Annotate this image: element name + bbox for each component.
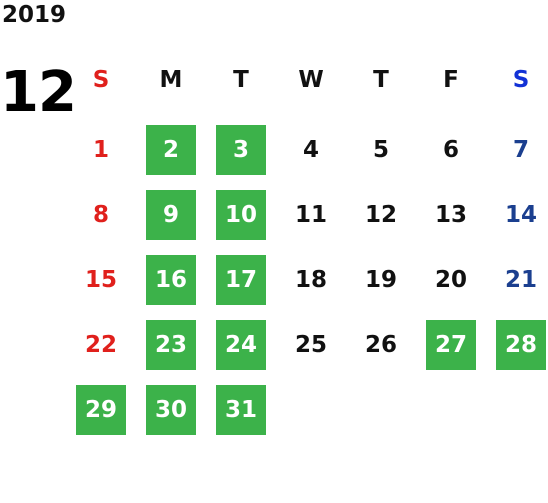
- calendar-day-highlighted[interactable]: 10: [216, 190, 266, 240]
- calendar-day[interactable]: 1: [92, 137, 109, 163]
- weekday-header: T: [233, 67, 249, 93]
- calendar-day-highlighted[interactable]: 29: [76, 385, 126, 435]
- calendar-day[interactable]: 26: [364, 332, 397, 358]
- calendar-day[interactable]: 7: [512, 137, 529, 163]
- calendar-day-highlighted[interactable]: 16: [146, 255, 196, 305]
- calendar-day-highlighted[interactable]: 24: [216, 320, 266, 370]
- weekday-header: F: [443, 67, 459, 93]
- calendar-day[interactable]: 6: [442, 137, 459, 163]
- calendar-day[interactable]: 4: [302, 137, 319, 163]
- calendar-day-highlighted[interactable]: 17: [216, 255, 266, 305]
- calendar-day-highlighted[interactable]: 2: [146, 125, 196, 175]
- month-number: 12: [0, 60, 77, 125]
- calendar-day-highlighted[interactable]: 3: [216, 125, 266, 175]
- weekday-header: T: [373, 67, 389, 93]
- calendar-day-highlighted[interactable]: 27: [426, 320, 476, 370]
- calendar-day[interactable]: 19: [364, 267, 397, 293]
- weekday-header: W: [298, 67, 324, 93]
- calendar-day[interactable]: 11: [294, 202, 327, 228]
- calendar-day-highlighted[interactable]: 9: [146, 190, 196, 240]
- calendar-day-highlighted[interactable]: 28: [496, 320, 546, 370]
- calendar-day[interactable]: 8: [92, 202, 109, 228]
- calendar-day-highlighted[interactable]: 23: [146, 320, 196, 370]
- calendar-day[interactable]: 20: [434, 267, 467, 293]
- weekday-header: S: [92, 67, 110, 93]
- calendar-day[interactable]: 5: [372, 137, 389, 163]
- calendar-day[interactable]: 25: [294, 332, 327, 358]
- calendar-day[interactable]: 12: [364, 202, 397, 228]
- calendar-day-highlighted[interactable]: 30: [146, 385, 196, 435]
- calendar-day-highlighted[interactable]: 31: [216, 385, 266, 435]
- calendar-day[interactable]: 21: [504, 267, 537, 293]
- year-label: 2019: [2, 2, 67, 28]
- weekday-header: S: [512, 67, 530, 93]
- calendar-day[interactable]: 18: [294, 267, 327, 293]
- calendar-day[interactable]: 22: [84, 332, 117, 358]
- calendar-day[interactable]: 13: [434, 202, 467, 228]
- calendar-day[interactable]: 14: [504, 202, 537, 228]
- weekday-header: M: [159, 67, 183, 93]
- calendar-day[interactable]: 15: [84, 267, 117, 293]
